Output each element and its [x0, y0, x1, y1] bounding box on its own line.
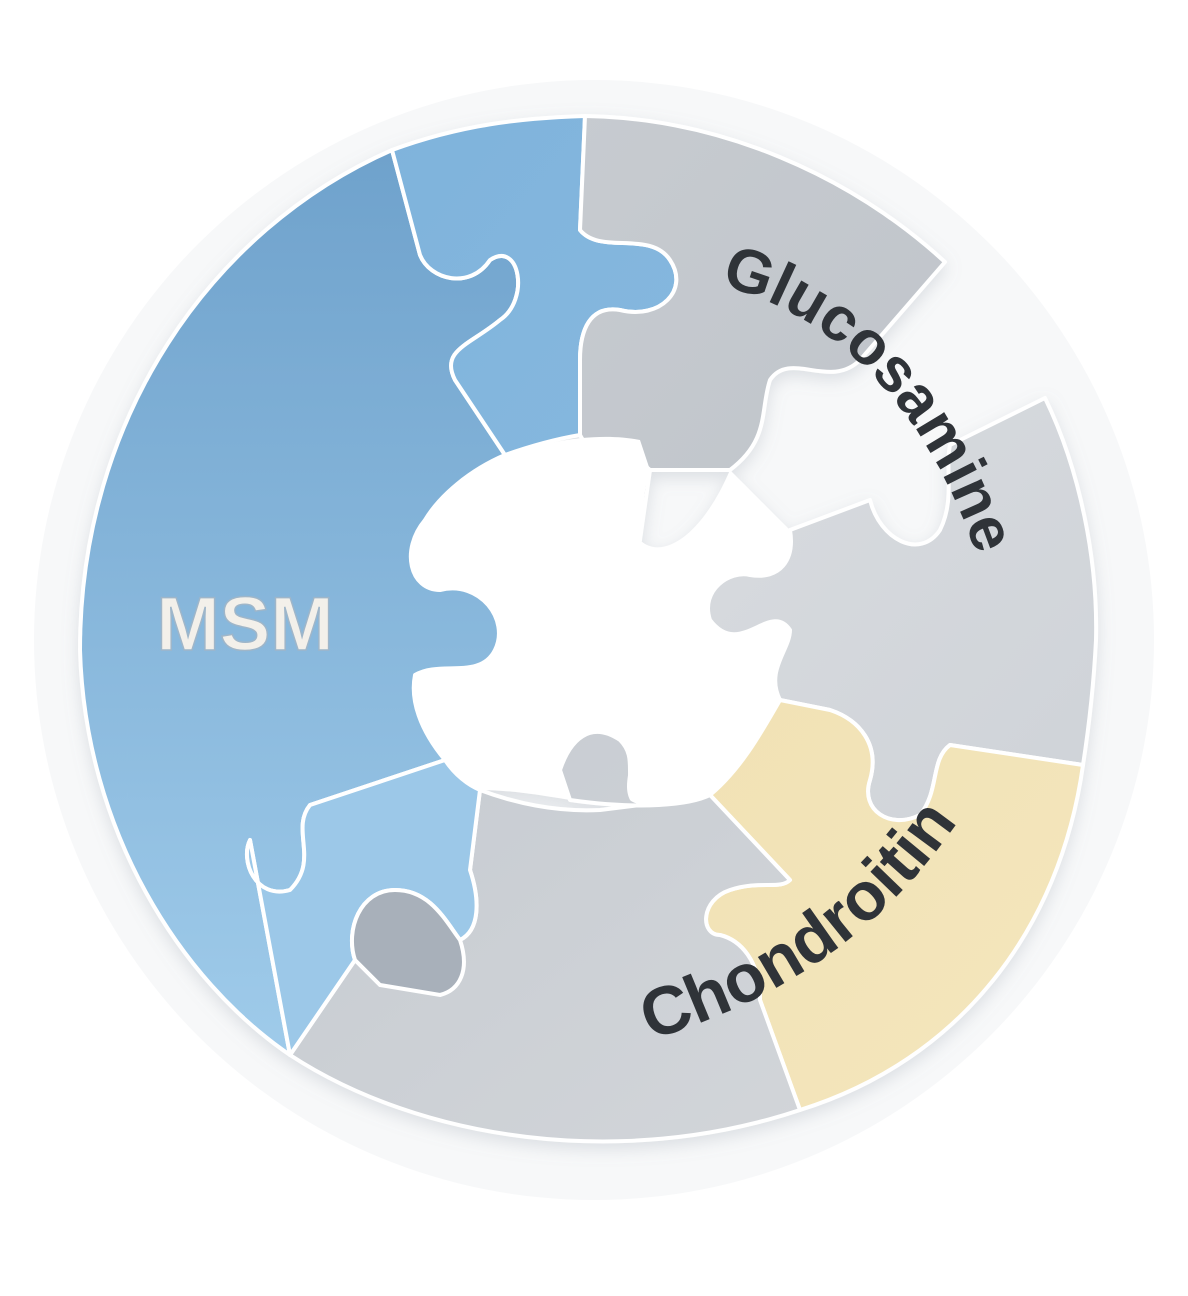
- center-hole: [410, 436, 791, 806]
- right-gray-piece: [706, 396, 1099, 822]
- dark-gray-knob: [349, 887, 466, 998]
- msm-label: MSM: [156, 582, 333, 667]
